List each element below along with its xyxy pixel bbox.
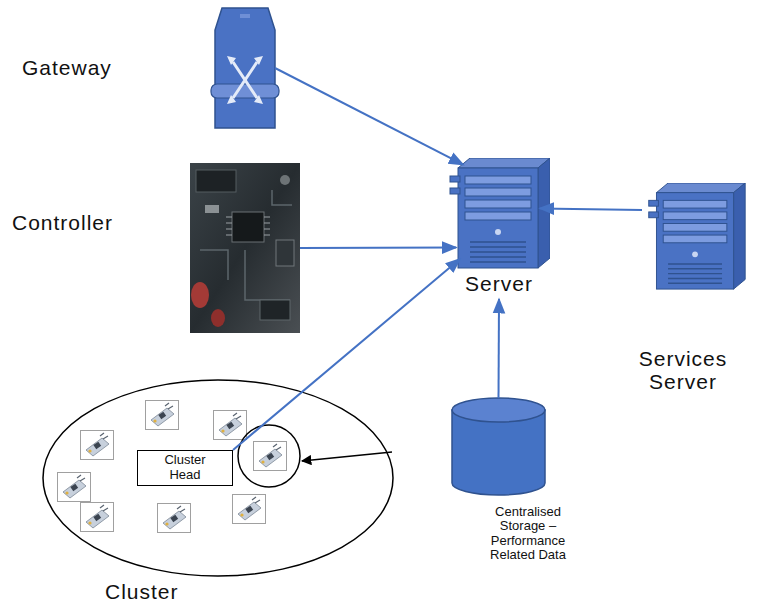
sensor-icon [158,504,191,533]
cluster-head-box: Cluster Head [137,450,233,486]
sensor-icon [81,431,114,460]
node-label: Cluster Head [155,453,215,483]
leader-arrow [302,452,392,461]
node-label: Controller [12,211,113,234]
connector-arrow [498,299,501,398]
node-label: Cluster [105,580,179,603]
connector-arrow [233,259,460,450]
connector-arrow [275,68,463,165]
sensor-icon [58,473,91,502]
node-label: Server [465,272,533,295]
node-label: Centralised Storage – Performance Relate… [473,505,583,562]
server-icon [450,158,550,268]
gateway-node: Gateway [215,8,275,128]
cluster-outline [43,380,393,576]
sensor-icon [81,503,114,532]
sensor-icon [254,442,287,471]
gateway-icon [211,8,279,128]
sensor-icon [233,495,266,524]
node-label: Services Server [612,347,754,393]
connector-arrow [300,247,456,249]
storage-node: Centralised Storage – Performance Relate… [452,398,545,495]
services-server-node: Services Server [642,183,750,291]
cluster-node: ClusterCluster Head [43,380,393,576]
storage-cylinder [452,398,545,495]
sensor-icon [146,401,179,430]
controller-node: Controller [190,163,300,333]
sensor-icon [214,411,247,440]
controller-photo [190,163,300,333]
highlight-circle [238,425,300,487]
node-label: Gateway [22,56,112,79]
connector-arrow [540,208,642,210]
services-server-icon [649,183,745,289]
server-node: Server [448,158,550,270]
